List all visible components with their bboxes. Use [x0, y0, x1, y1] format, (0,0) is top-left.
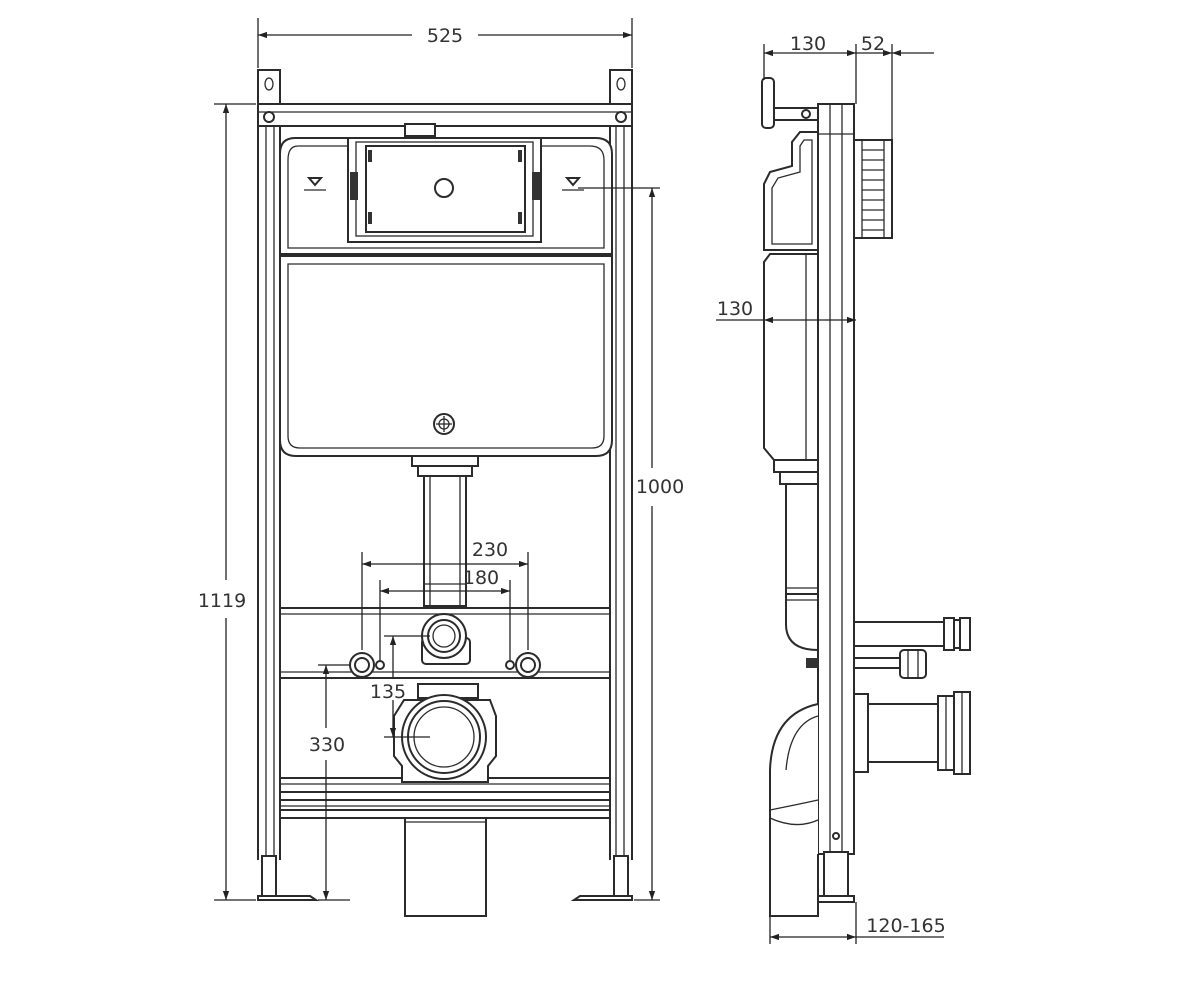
dim-side-120-165: 120-165: [769, 902, 946, 944]
side-frame: [817, 103, 855, 855]
side-view: 130 52 130 120-165: [716, 33, 971, 944]
label-230: 230: [472, 539, 508, 561]
side-leg: [817, 851, 855, 903]
top-fitting: [404, 123, 436, 137]
dim-side-130-top: 130: [763, 33, 857, 104]
label-1000: 1000: [636, 476, 684, 498]
drain-valve-icon: [433, 413, 455, 435]
side-outlet-connector: [853, 691, 971, 775]
label-330: 330: [309, 734, 345, 756]
bolt-left: [349, 652, 385, 678]
right-leg: [570, 855, 633, 901]
side-cistern-tank: [763, 253, 819, 461]
top-bracket-left: [257, 69, 281, 107]
side-flush-connector: [853, 617, 971, 651]
dim-spacing-230: 230: [361, 539, 529, 650]
dim-spacing-180: 180: [379, 567, 511, 660]
side-drain-elbow: [769, 703, 819, 917]
dim-side-52: 52: [856, 33, 934, 140]
flush-pipe: [411, 455, 479, 607]
water-level-mark-right: [562, 177, 584, 191]
dim-width-525: 525: [257, 18, 633, 68]
side-top-bracket: [761, 77, 819, 129]
label-side-52: 52: [861, 33, 885, 55]
side-bolt: [806, 649, 927, 679]
label-525: 525: [427, 25, 463, 47]
label-side-120-165: 120-165: [866, 915, 945, 937]
bottom-rail: [279, 777, 611, 819]
left-leg: [257, 855, 320, 901]
flush-connector: [421, 613, 471, 665]
label-1119: 1119: [198, 590, 246, 612]
label-side-130-top: 130: [790, 33, 826, 55]
dim-height-1000: 1000: [578, 187, 684, 901]
side-flush-pipe: [779, 471, 819, 651]
label-side-130-tank: 130: [717, 298, 753, 320]
cistern-tank: [279, 255, 613, 457]
side-flush-plate: [853, 139, 893, 239]
top-rail: [257, 103, 633, 127]
front-view: 525 1119 1000 230 180: [198, 18, 684, 917]
label-180: 180: [463, 567, 499, 589]
top-bracket-right: [609, 69, 633, 107]
bolt-right: [505, 652, 541, 678]
dim-offset-135: 135: [370, 635, 430, 738]
outlet-elbow: [393, 683, 497, 783]
rail-hole-right: [615, 111, 627, 123]
water-level-mark-left: [304, 177, 326, 191]
drain-pipe: [404, 817, 487, 917]
label-135: 135: [370, 681, 406, 703]
dim-height-330: 330: [309, 664, 350, 901]
dim-height-1119: 1119: [198, 103, 256, 901]
flush-plate: [347, 137, 542, 243]
flush-valve-icon: [434, 178, 454, 198]
left-post: [257, 104, 281, 860]
right-post: [609, 104, 633, 860]
dim-side-130-tank: 130: [716, 298, 856, 324]
rail-hole-left: [263, 111, 275, 123]
side-cistern-upper: [763, 131, 819, 251]
